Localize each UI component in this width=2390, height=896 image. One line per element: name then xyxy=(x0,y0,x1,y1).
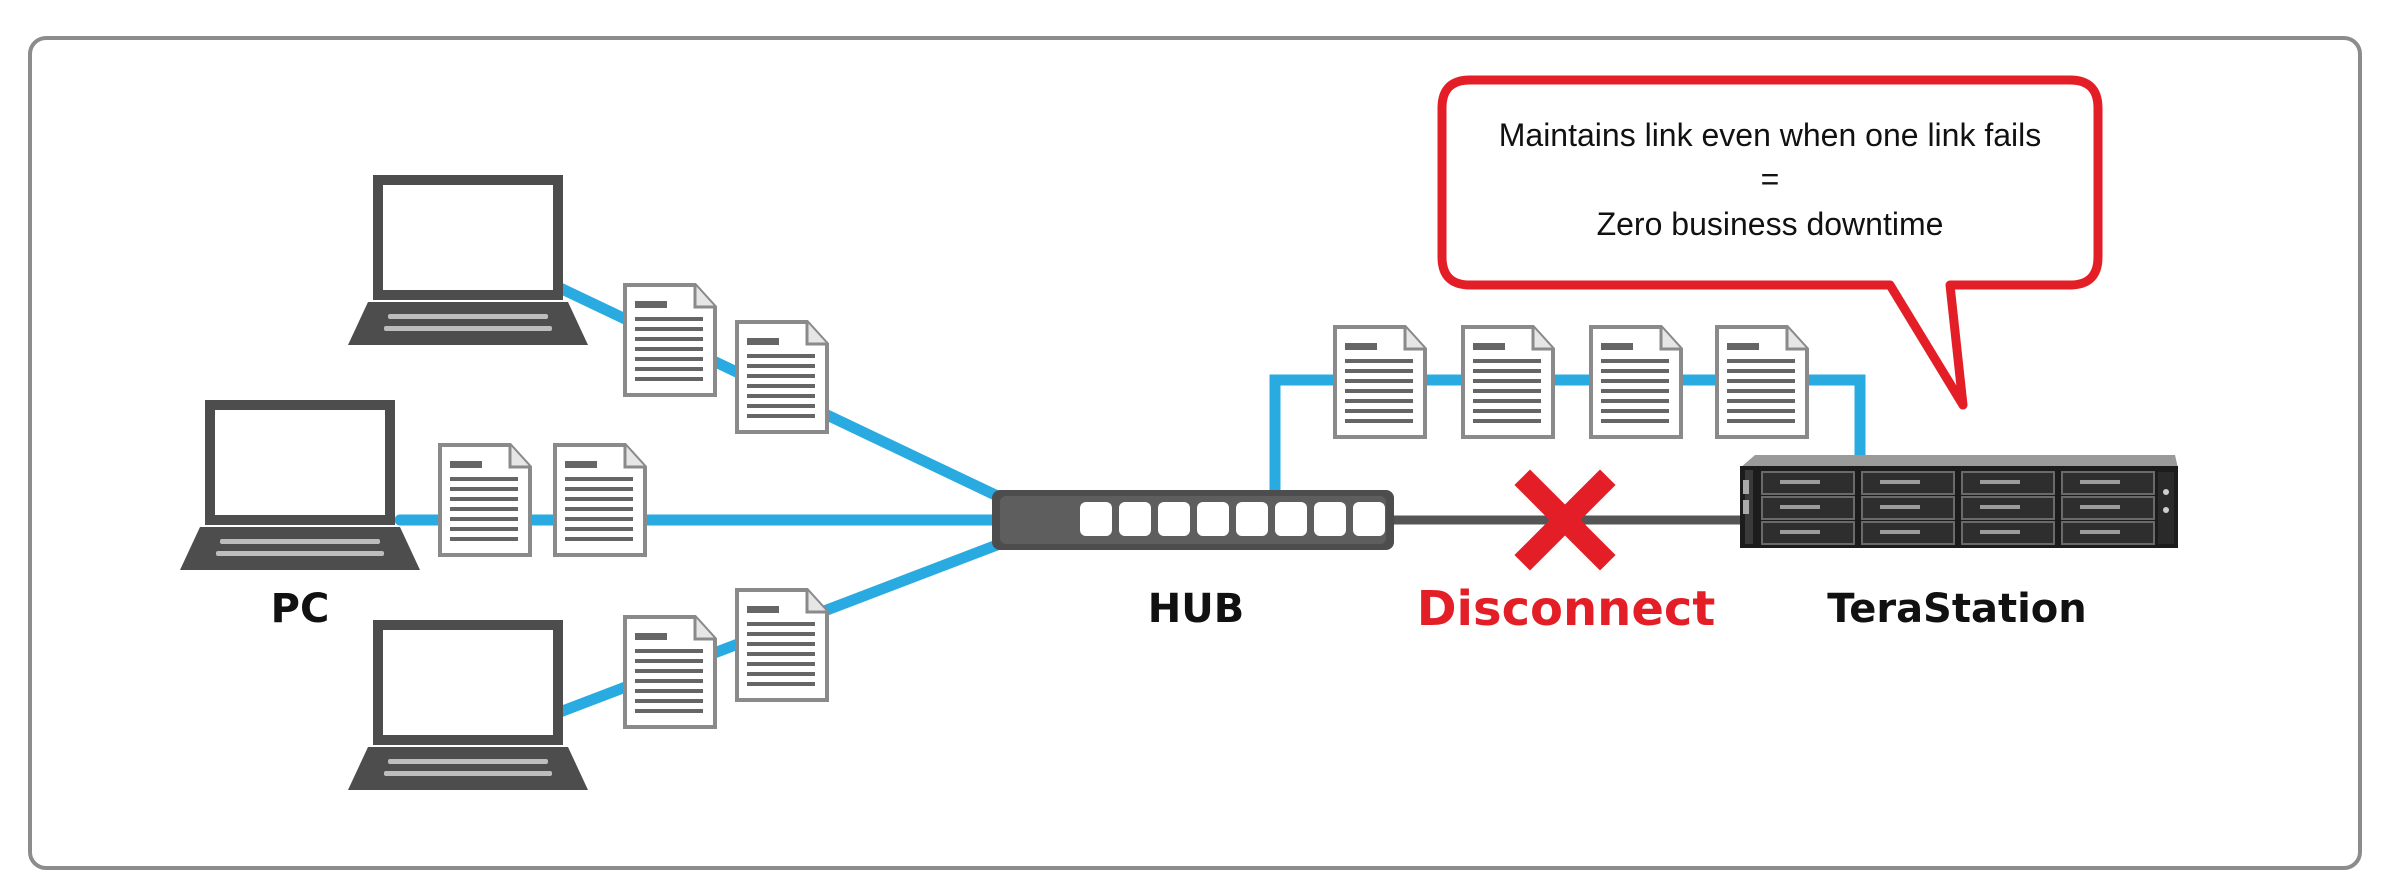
nas-icon xyxy=(1740,455,2178,548)
callout-line-1: Maintains link even when one link fails xyxy=(1499,117,2042,153)
x-mark-icon xyxy=(1514,469,1616,571)
label-terastation: TeraStation xyxy=(1827,586,2087,632)
document-icon xyxy=(1461,325,1555,439)
document-icon xyxy=(623,615,717,729)
laptop-icon xyxy=(348,625,588,790)
callout-line-2: = xyxy=(1761,161,1780,197)
hub-icon xyxy=(992,490,1394,550)
label-pc: PC xyxy=(271,586,330,632)
speech-bubble: Maintains link even when one link fails … xyxy=(1437,75,2103,410)
link-hub-terastation-active xyxy=(1269,374,1866,501)
document-icon xyxy=(623,283,717,397)
document-icon xyxy=(735,320,829,434)
laptop-icon xyxy=(348,180,588,345)
callout-line-3: Zero business downtime xyxy=(1597,206,1944,242)
laptop-icon xyxy=(180,405,420,570)
document-icon xyxy=(553,443,647,557)
document-icon xyxy=(1589,325,1683,439)
document-icon xyxy=(438,443,532,557)
label-disconnect: Disconnect xyxy=(1417,581,1716,637)
document-icon xyxy=(1333,325,1427,439)
document-icon xyxy=(735,588,829,702)
label-hub: HUB xyxy=(1148,586,1244,632)
document-icon xyxy=(1715,325,1809,439)
